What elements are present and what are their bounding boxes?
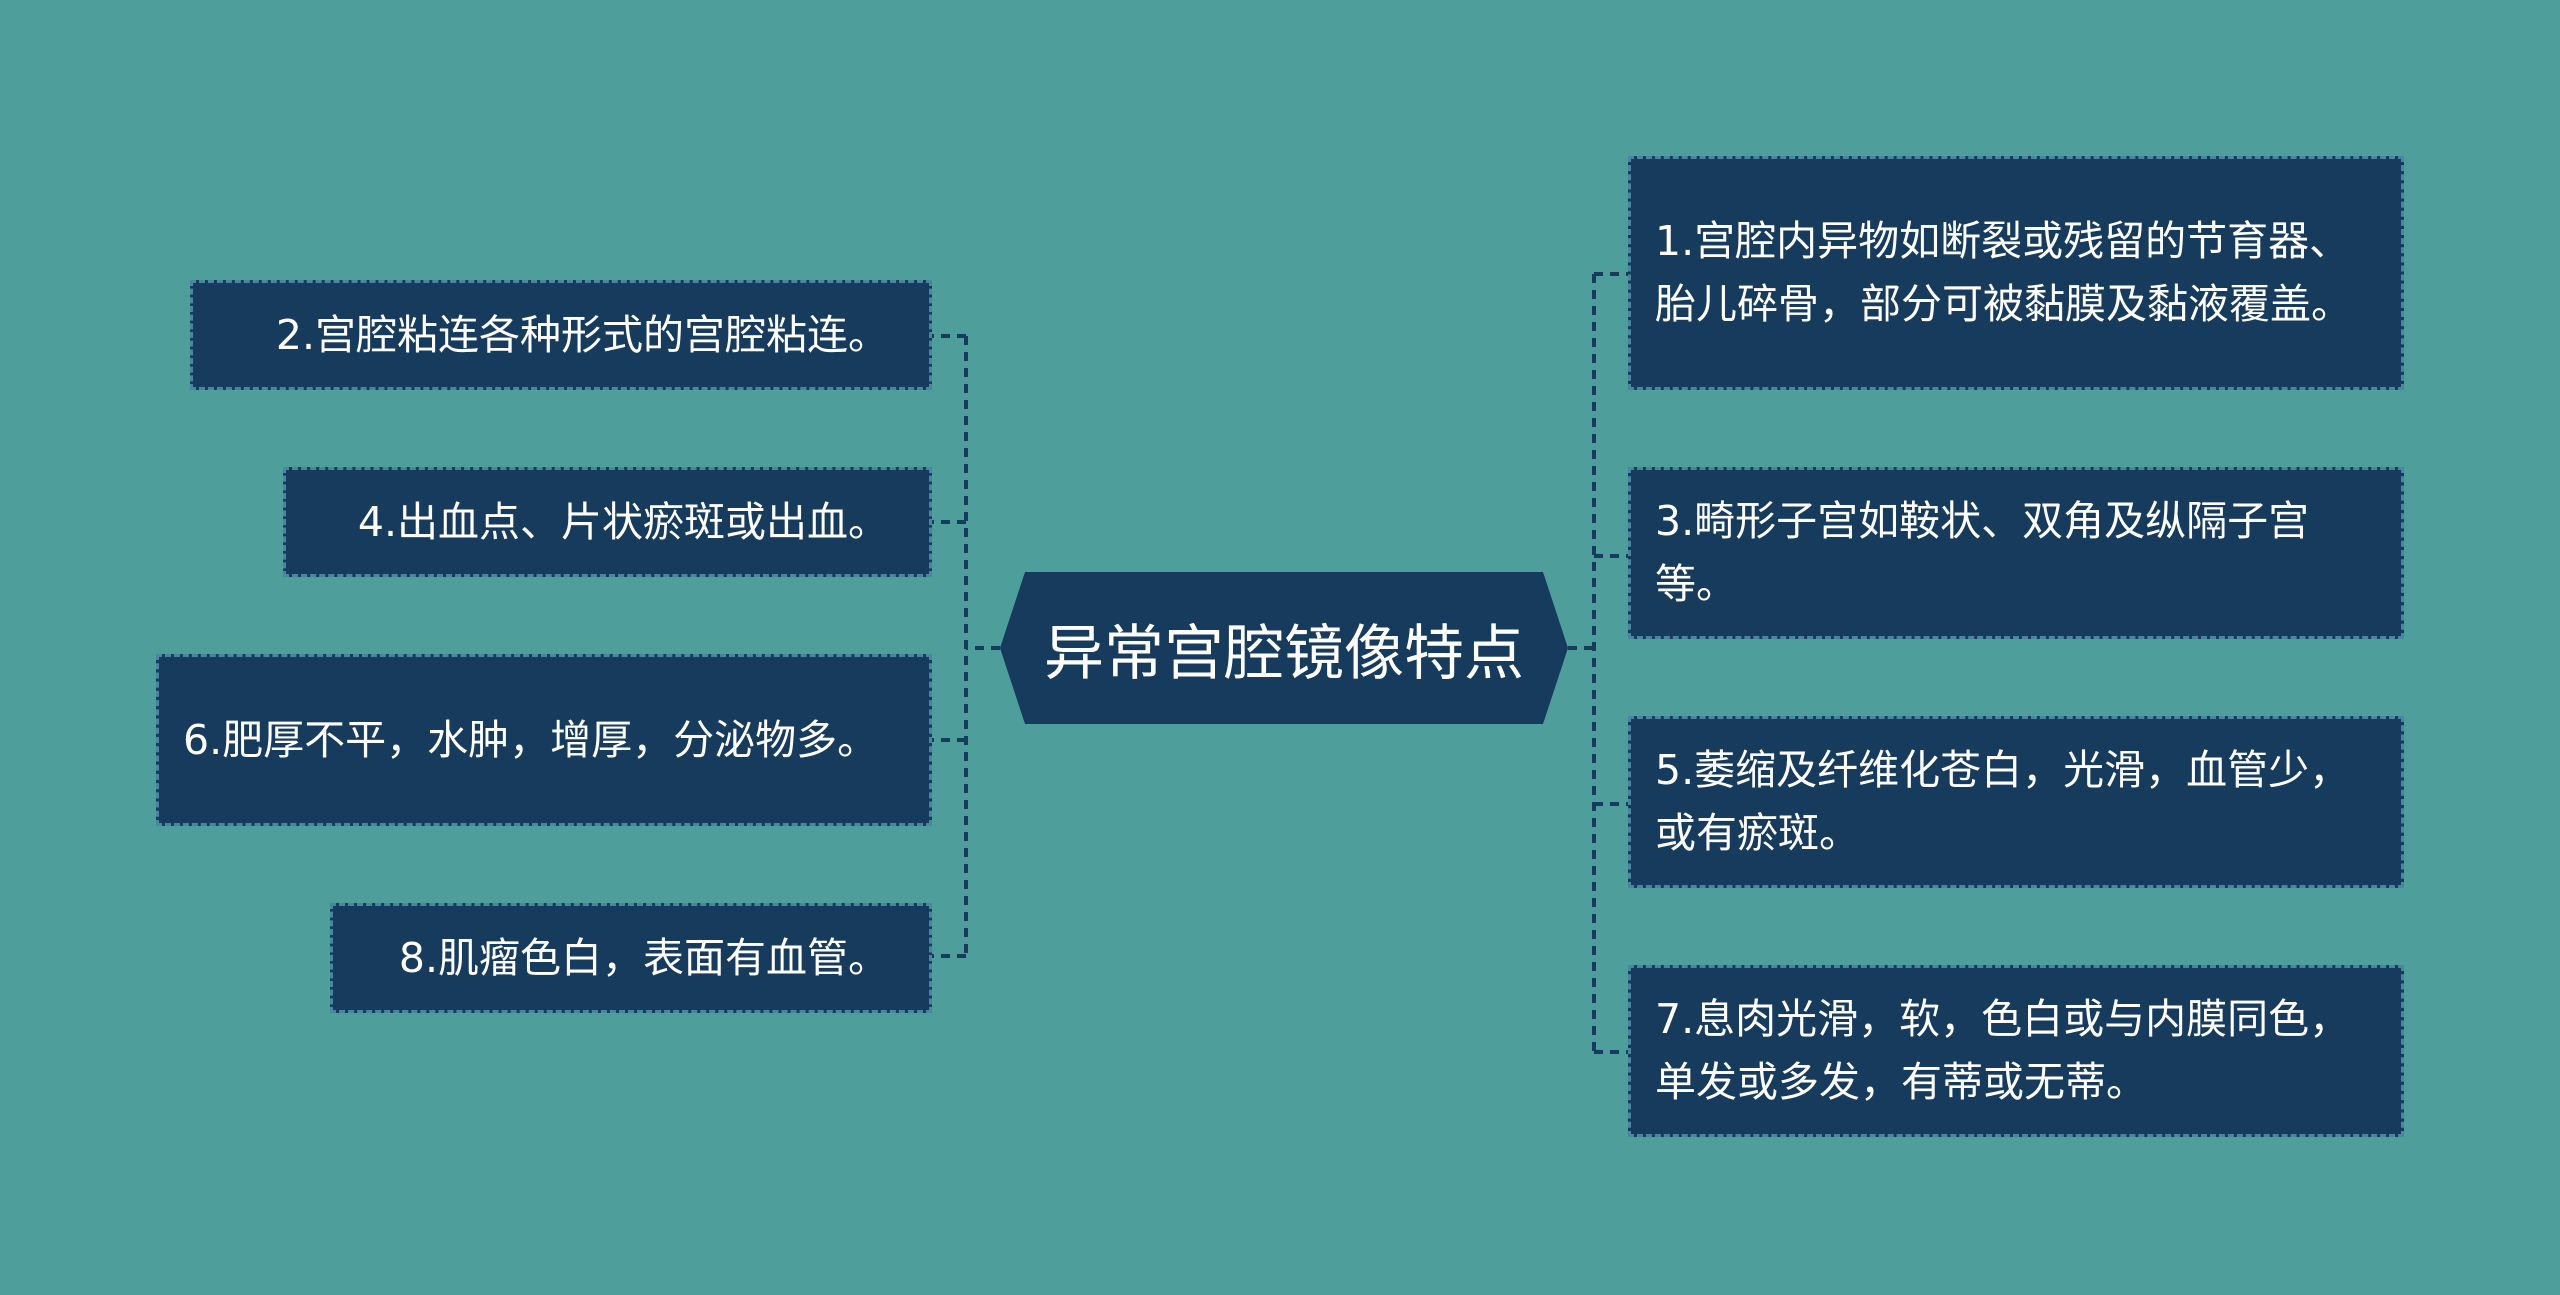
central-topic[interactable]: 异常宫腔镜像特点 bbox=[1000, 572, 1568, 724]
topic-node-8-label: 8.肌瘤色白，表面有血管。 bbox=[398, 933, 889, 982]
topic-node-5-label: 5.萎缩及纤维化苍白，光滑，血管少，或有瘀斑。 bbox=[1655, 746, 2351, 857]
topic-node-2-label: 2.宫腔粘连各种形式的宫腔粘连。 bbox=[275, 310, 889, 359]
central-topic-label: 异常宫腔镜像特点 bbox=[1044, 618, 1524, 689]
topic-node-7-label: 7.息肉光滑，软，色白或与内膜同色，单发或多发，有蒂或无蒂。 bbox=[1655, 995, 2351, 1106]
topic-node-4-label: 4.出血点、片状瘀斑或出血。 bbox=[357, 497, 889, 546]
topic-node-8[interactable]: 8.肌瘤色白，表面有血管。 bbox=[330, 903, 932, 1013]
left-trunk-line bbox=[964, 336, 1000, 956]
topic-node-7[interactable]: 7.息肉光滑，软，色白或与内膜同色，单发或多发，有蒂或无蒂。 bbox=[1628, 965, 2404, 1137]
topic-node-3-label: 3.畸形子宫如鞍状、双角及纵隔子宫等。 bbox=[1655, 497, 2310, 608]
topic-node-4[interactable]: 4.出血点、片状瘀斑或出血。 bbox=[283, 467, 932, 577]
topic-node-5[interactable]: 5.萎缩及纤维化苍白，光滑，血管少，或有瘀斑。 bbox=[1628, 716, 2404, 888]
topic-node-3[interactable]: 3.畸形子宫如鞍状、双角及纵隔子宫等。 bbox=[1628, 467, 2404, 639]
topic-node-2[interactable]: 2.宫腔粘连各种形式的宫腔粘连。 bbox=[190, 280, 932, 390]
topic-node-6-label: 6.肥厚不平，水肿，增厚，分泌物多。 bbox=[183, 715, 879, 764]
topic-node-1[interactable]: 1.宫腔内异物如断裂或残留的节育器、胎儿碎骨，部分可被黏膜及黏液覆盖。 bbox=[1628, 156, 2404, 390]
topic-node-1-label: 1.宫腔内异物如断裂或残留的节育器、胎儿碎骨，部分可被黏膜及黏液覆盖。 bbox=[1655, 217, 2352, 328]
right-trunk-line bbox=[1568, 274, 1596, 1052]
central-topic-shape bbox=[1000, 572, 1568, 724]
topic-node-6[interactable]: 6.肥厚不平，水肿，增厚，分泌物多。 bbox=[156, 654, 932, 826]
